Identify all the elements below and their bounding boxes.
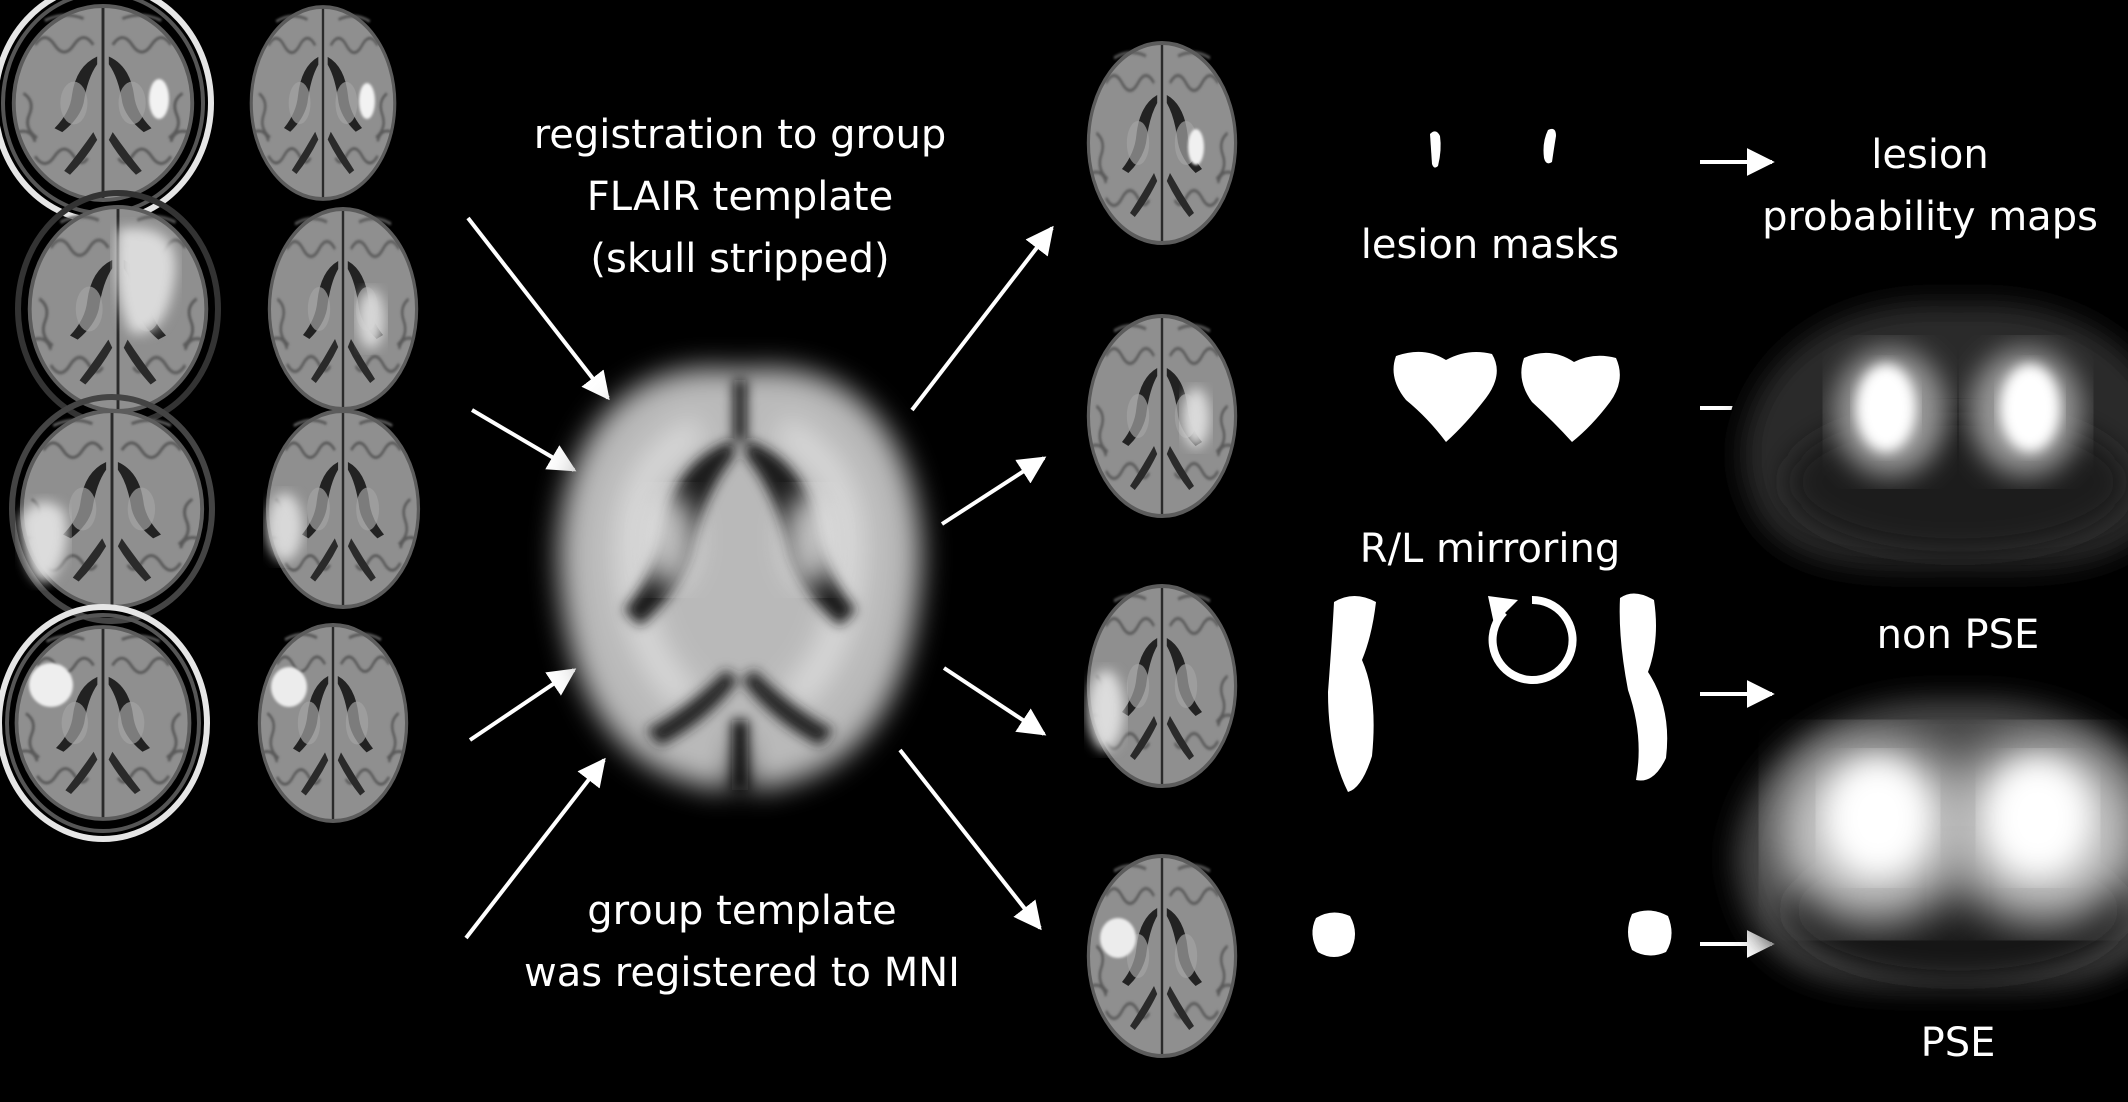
registered-slice-1 (1088, 43, 1235, 243)
probability-map-non-pse (1728, 302, 2128, 569)
non-pse-label: non PSE (1876, 612, 2040, 658)
registered-slice-2 (1088, 316, 1235, 516)
registered-slice-3 (1088, 586, 1236, 786)
input-arrows (464, 216, 610, 940)
group-template-line-1: group template (587, 888, 897, 934)
group-template-label: group template was registered to MNI (512, 880, 972, 1004)
skull-stripped-column (251, 7, 418, 821)
probability-maps-label: lesion probability maps (1740, 124, 2120, 248)
registered-slice-4 (1088, 856, 1235, 1056)
stripped-slice-1 (251, 7, 395, 199)
mask-3-right (1619, 593, 1668, 781)
arrow-icon (910, 225, 1054, 412)
raw-slice-2 (15, 190, 221, 428)
arrow-icon (898, 748, 1042, 931)
arrow-icon (470, 408, 577, 472)
mirroring-label: R/L mirroring (1359, 526, 1621, 572)
lesion-masks (1312, 128, 1672, 957)
mask-2-right (1521, 352, 1620, 442)
output-arrows (898, 225, 1054, 931)
group-template-line-2: was registered to MNI (524, 950, 960, 996)
registration-label: registration to group FLAIR template (sk… (520, 104, 960, 290)
stripped-slice-2 (269, 209, 416, 409)
arrow-icon (940, 456, 1047, 526)
circular-arrow-icon (1488, 595, 1577, 684)
probability-maps-line-2: probability maps (1762, 194, 2098, 240)
stripped-slice-4 (259, 625, 406, 821)
registration-line-2: FLAIR template (586, 174, 894, 220)
mask-1-left (1430, 131, 1441, 168)
arrow-icon (942, 666, 1047, 736)
registration-line-3: (skull stripped) (590, 236, 890, 282)
registered-column (1088, 43, 1236, 1056)
arrow-icon (464, 757, 606, 940)
probability-maps-line-1: lesion (1871, 132, 1989, 178)
arrow-icon (468, 668, 577, 742)
stripped-slice-3 (267, 411, 418, 607)
raw-slice-4 (0, 604, 210, 842)
mask-1-right (1543, 128, 1556, 164)
raw-slice-1 (0, 0, 214, 224)
raw-slice-3 (9, 394, 215, 624)
pse-label: PSE (1920, 1020, 1996, 1066)
mask-2-left (1393, 351, 1497, 442)
registration-line-1: registration to group (533, 112, 947, 158)
lesion-masks-label: lesion masks (1360, 222, 1620, 268)
mask-4-right (1628, 910, 1672, 956)
probability-map-pse (1735, 699, 2128, 987)
group-template (558, 367, 922, 790)
mask-3-left (1328, 596, 1376, 792)
mask-4-left (1312, 912, 1355, 957)
arrow-icon (466, 216, 610, 401)
raw-flair-column (0, 0, 221, 842)
